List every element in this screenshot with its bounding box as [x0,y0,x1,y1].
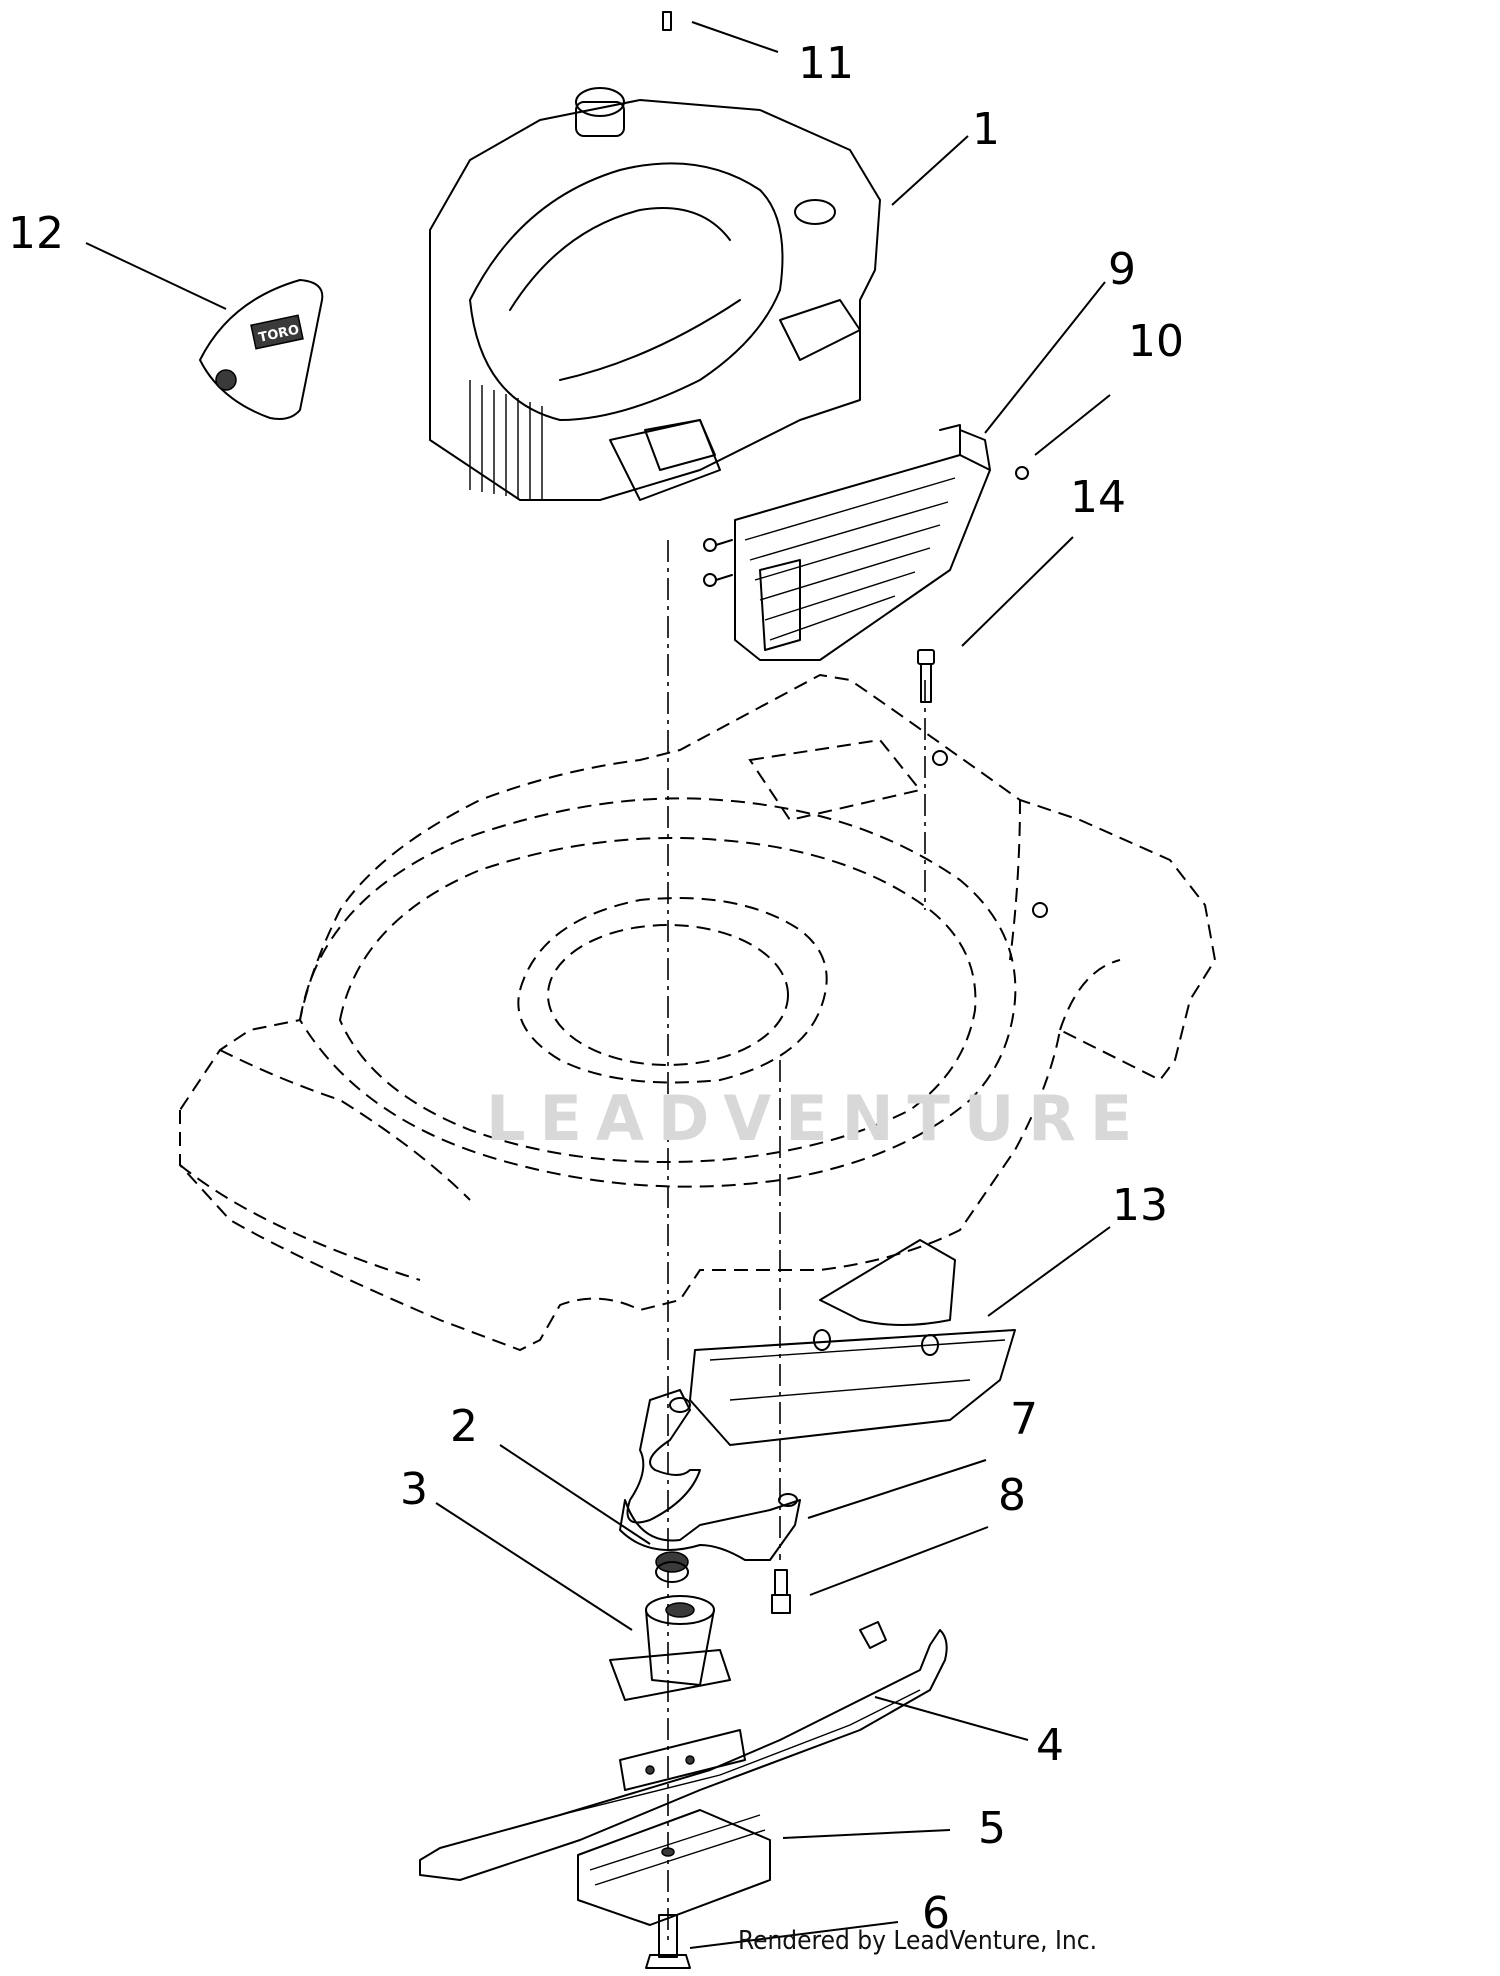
callout-13: 13 [1112,1180,1168,1231]
part-14-bolt [917,536,1074,703]
part-1-engine [429,87,969,501]
callout-6: 6 [922,1888,950,1939]
part-12-decal: TORO [85,242,324,420]
mower-deck [179,673,1217,1352]
watermark: LEADVENTURE [486,1082,1147,1155]
part-5-stiffener [577,1809,951,1926]
footer-credit: Rendered by LeadVenture, Inc. [738,1926,1098,1956]
callout-3: 3 [400,1464,428,1515]
callout-14: 14 [1070,472,1126,523]
part-7-bracket [619,1389,987,1561]
part-11-screw [662,11,779,53]
centerlines [667,540,926,1940]
callout-7: 7 [1010,1394,1038,1445]
callout-2: 2 [450,1401,478,1452]
callout-12: 12 [8,208,64,259]
engine-cooling-fins [469,380,543,500]
part-4-blade [419,1621,1029,1881]
callout-4: 4 [1036,1720,1064,1771]
part-6-bolt [645,1914,899,1969]
guard-screws [703,538,733,587]
part-9-guard [734,281,1106,661]
part-13-baffle [689,1226,1111,1446]
part-3-adapter [435,1502,731,1701]
part-10-screw [1015,394,1111,480]
callout-1: 1 [972,104,1000,155]
part-2-nut [499,1444,689,1583]
callout-10: 10 [1128,316,1184,367]
callout-8: 8 [998,1470,1026,1521]
callout-5: 5 [978,1803,1006,1854]
callout-11: 11 [798,38,854,89]
part-8-bolt [771,1526,989,1614]
callout-9: 9 [1108,244,1136,295]
